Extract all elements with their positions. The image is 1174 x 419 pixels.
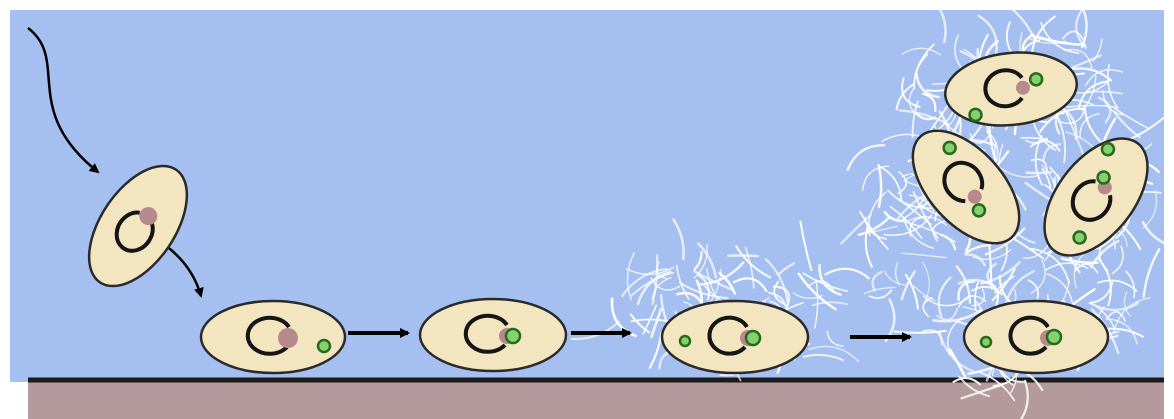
stage-matrix-production [662, 301, 808, 373]
plasmid-icon [981, 337, 991, 347]
extracellular-matrix-icon [1027, 172, 1051, 173]
bacterium-cell-icon [662, 301, 808, 373]
plasmid-icon [1030, 73, 1043, 86]
plasmid-icon [506, 329, 520, 343]
extracellular-matrix-icon [728, 255, 757, 256]
bacterium-cell-icon [420, 299, 566, 371]
stage-attachment [201, 301, 345, 373]
plasmid-icon [318, 340, 330, 352]
stage-transfer [420, 299, 566, 371]
plasmid-icon [746, 331, 760, 345]
attachment-patch-icon [278, 328, 298, 348]
plasmid-icon [969, 108, 982, 121]
plasmid-icon [680, 336, 690, 346]
bacterium-cell-icon [964, 301, 1108, 373]
bacterium-cell-icon [201, 301, 345, 373]
plasmid-icon [1047, 330, 1061, 344]
